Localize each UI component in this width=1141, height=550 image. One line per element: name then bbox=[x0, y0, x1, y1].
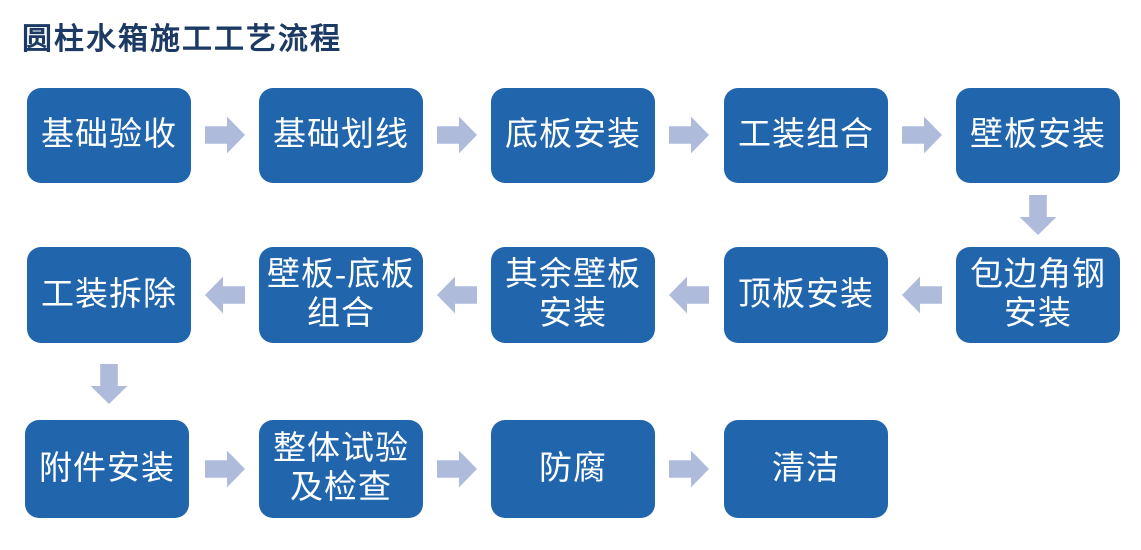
arrow-down-icon bbox=[1019, 195, 1057, 235]
flow-step-cleaning: 清洁 bbox=[724, 420, 888, 518]
flow-step-edge-angle-steel-install: 包边角钢 安装 bbox=[956, 247, 1120, 343]
arrow-left-icon bbox=[902, 276, 942, 314]
flow-step-foundation-acceptance: 基础验收 bbox=[27, 88, 191, 183]
arrow-left-icon bbox=[437, 276, 477, 314]
flow-step-overall-test-and-inspection: 整体试验 及检查 bbox=[259, 420, 423, 518]
arrow-right-icon bbox=[437, 450, 477, 488]
arrow-down-icon bbox=[90, 364, 128, 404]
flow-step-remaining-wall-plates-install: 其余壁板 安装 bbox=[491, 247, 655, 343]
arrow-right-icon bbox=[205, 450, 245, 488]
arrow-right-icon bbox=[205, 116, 245, 154]
flow-step-tooling-assembly: 工装组合 bbox=[724, 88, 888, 183]
arrow-right-icon bbox=[437, 116, 477, 154]
flow-step-anticorrosion: 防腐 bbox=[491, 420, 655, 518]
flow-step-foundation-marking: 基础划线 bbox=[259, 88, 423, 183]
flow-step-top-plate-install: 顶板安装 bbox=[724, 247, 888, 343]
flow-step-accessories-install: 附件安装 bbox=[25, 420, 189, 518]
arrow-right-icon bbox=[902, 116, 942, 154]
page-title: 圆柱水箱施工工艺流程 bbox=[22, 23, 342, 56]
flow-step-wall-bottom-plate-assembly: 壁板-底板 组合 bbox=[259, 247, 423, 343]
arrow-right-icon bbox=[669, 450, 709, 488]
flow-step-wall-plate-install: 壁板安装 bbox=[956, 88, 1120, 183]
arrow-right-icon bbox=[669, 116, 709, 154]
arrow-left-icon bbox=[205, 276, 245, 314]
arrow-left-icon bbox=[669, 276, 709, 314]
flow-step-bottom-plate-install: 底板安装 bbox=[491, 88, 655, 183]
flow-step-tooling-removal: 工装拆除 bbox=[27, 247, 191, 343]
